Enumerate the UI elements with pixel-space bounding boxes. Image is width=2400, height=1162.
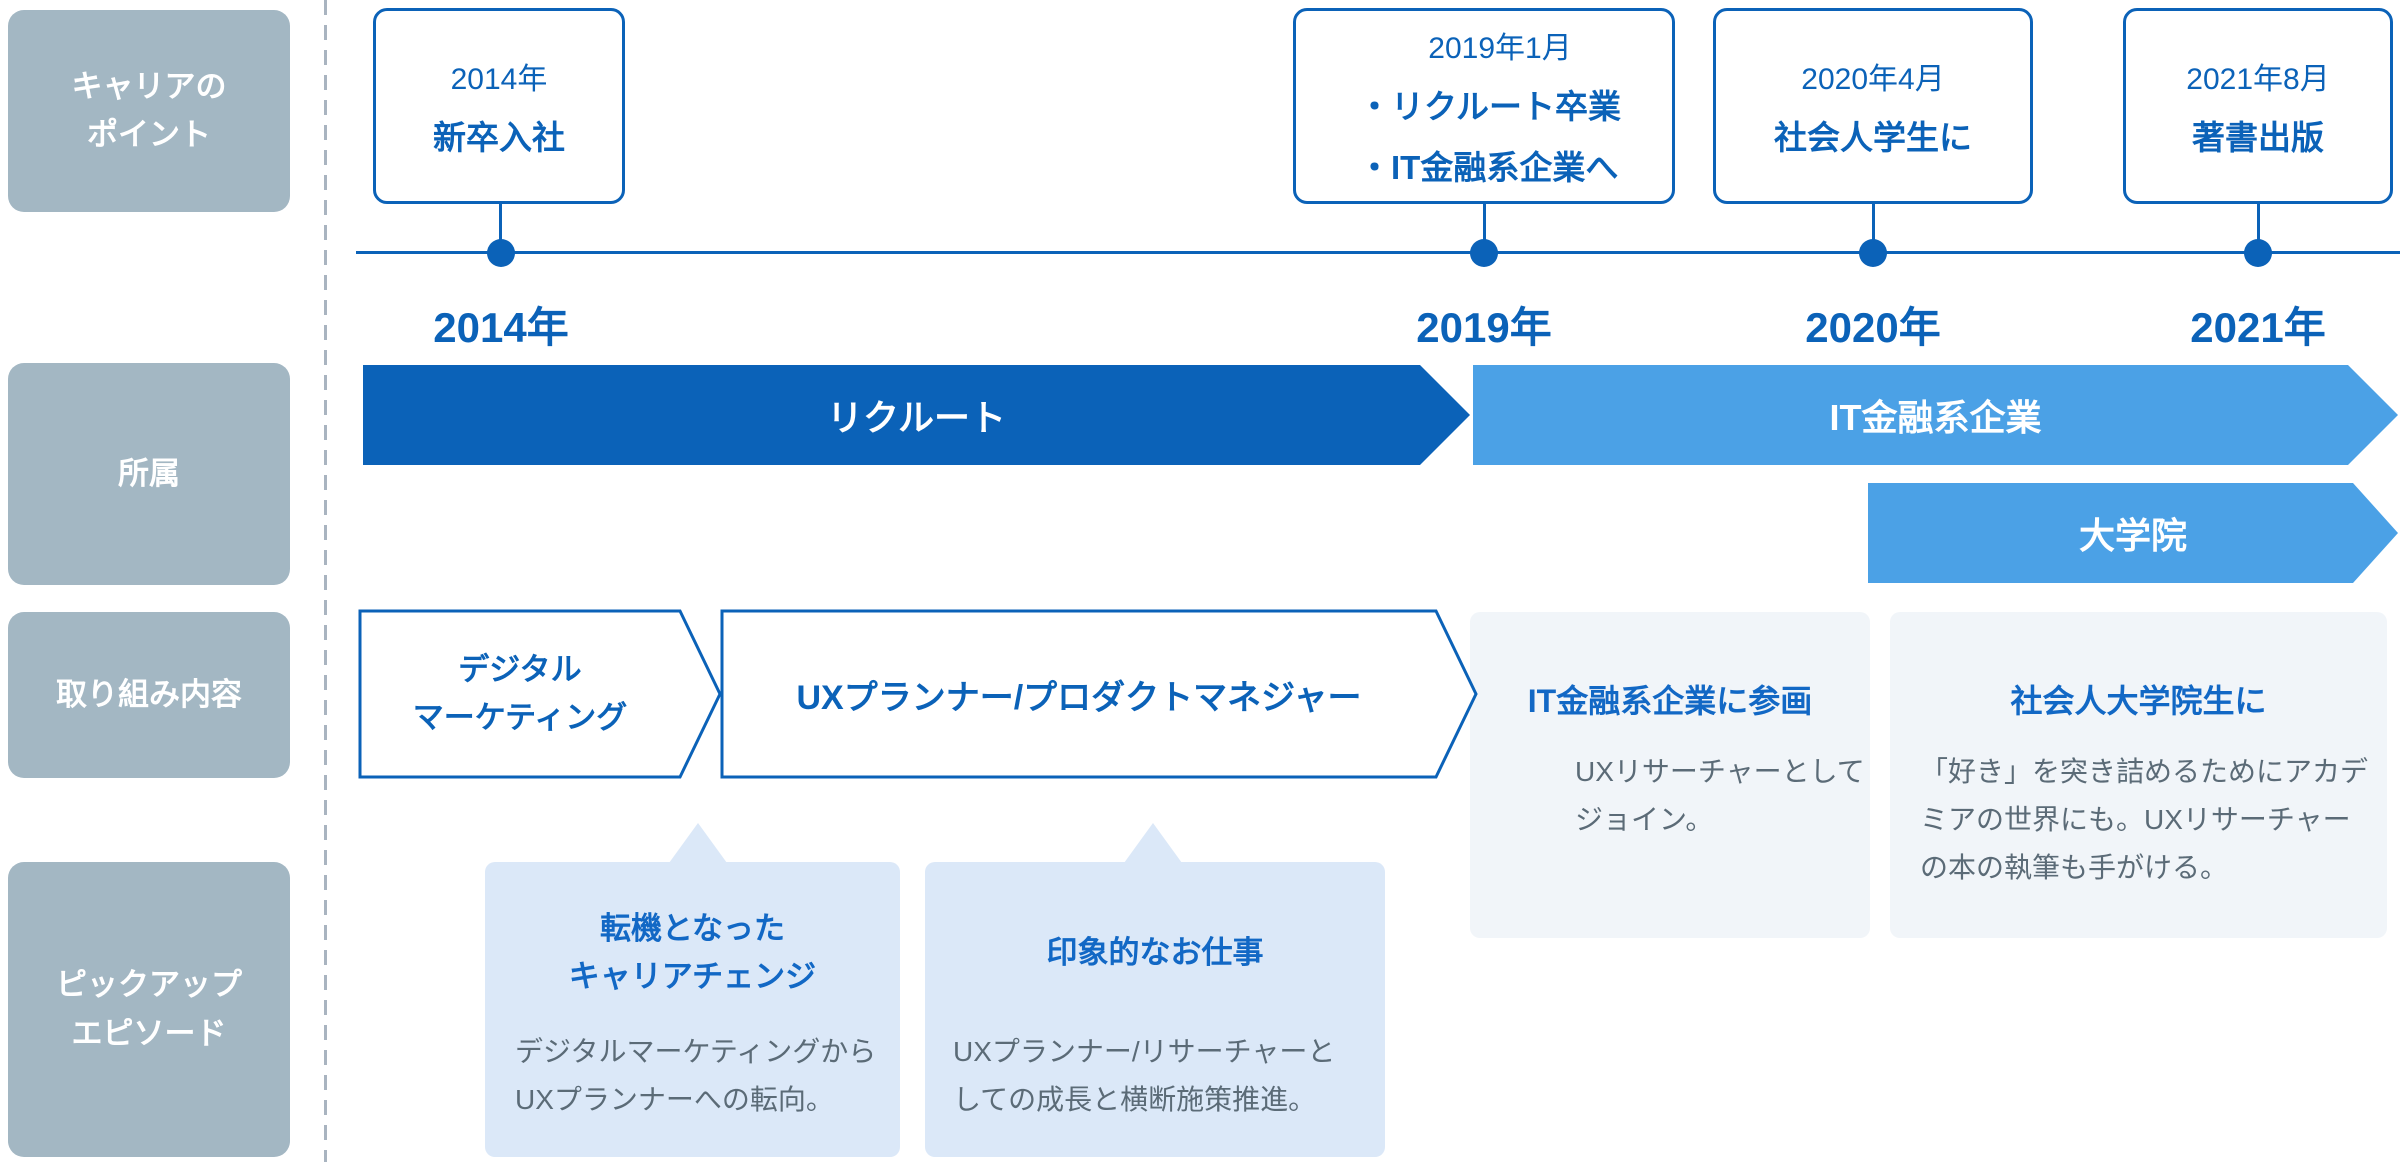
milestone-box-2014: 2014年 新卒入社	[373, 8, 625, 204]
milestone-box-2020: 2020年4月 社会人学生に	[1713, 8, 2033, 204]
affiliation-bar-recruit: リクルート	[363, 365, 1470, 465]
sidebar-label-line: キャリアの	[71, 68, 227, 104]
work-card-body-line: の本の執筆も手がける。	[1920, 852, 2229, 884]
year-label-2014: 2014年	[433, 304, 569, 351]
episode-card-impressive-work: 印象的なお仕事 UXプランナー/リサーチャーと しての成長と横断施策推進。	[925, 862, 1385, 1157]
sidebar-label-line: ポイント	[87, 117, 211, 152]
milestone-date: 2014年	[450, 62, 548, 96]
episode-card-career-change: 転機となった キャリアチェンジ デジタルマーケティングから UXプランナーへの転…	[485, 862, 900, 1157]
bar-label: 大学院	[2078, 515, 2187, 556]
milestone-date: 2020年4月	[1801, 62, 1945, 96]
milestone-text: 社会人学生に	[1774, 118, 1972, 156]
divider-dashed-line	[324, 0, 327, 1162]
timeline-dot-icon	[487, 239, 515, 267]
sidebar-label-career-points: キャリアの ポイント	[8, 10, 290, 212]
work-card-body-line: UXリサーチャーとして	[1575, 756, 1865, 787]
sidebar-label-work-content: 取り組み内容	[8, 612, 290, 778]
timeline-dot-icon	[1470, 239, 1498, 267]
affiliation-bar-grad-school: 大学院	[1868, 483, 2398, 583]
timeline-dot-icon	[1859, 239, 1887, 267]
year-label-2019: 2019年	[1416, 304, 1552, 351]
episode-body-line: UXプランナーへの転向。	[515, 1084, 834, 1116]
sidebar-label-affiliation: 所属	[8, 363, 290, 585]
sidebar-label-line: 所属	[118, 455, 180, 491]
bar-label: IT金融系企業	[1829, 397, 2042, 438]
sidebar-label-pickup-episodes: ピックアップ エピソード	[8, 862, 290, 1157]
work-card-title: 社会人大学院生に	[2010, 683, 2267, 719]
milestone-text: 著書出版	[2192, 118, 2324, 156]
timeline-connector	[499, 202, 502, 253]
episode-body-line: デジタルマーケティングから	[515, 1036, 877, 1067]
year-label-2021: 2021年	[2190, 304, 2326, 351]
milestone-box-2019: 2019年1月 ・リクルート卒業 ・IT金融系企業へ	[1293, 8, 1675, 204]
bar-label: リクルート	[827, 397, 1006, 438]
year-label-2020: 2020年	[1805, 304, 1941, 351]
work-card-body-line: 「好き」を突き詰めるためにアカデ	[1920, 756, 2369, 787]
work-card-title: IT金融系企業に参画	[1527, 683, 1813, 719]
timeline-dot-icon	[2244, 239, 2272, 267]
milestone-box-2021: 2021年8月 著書出版	[2123, 8, 2393, 204]
timeline-axis	[356, 251, 2400, 254]
sidebar-label-line: 取り組み内容	[56, 676, 242, 712]
work-card-body-line: ミアの世界にも。UXリサーチャー	[1920, 804, 2351, 836]
timeline-connector	[2257, 202, 2260, 253]
work-card-grad-student: 社会人大学院生に 「好き」を突き詰めるためにアカデ ミアの世界にも。UXリサーチ…	[1890, 612, 2387, 938]
work-card-it-finance: IT金融系企業に参画 UXリサーチャーとして ジョイン。	[1470, 612, 1870, 938]
milestone-text: 新卒入社	[433, 118, 565, 156]
episode-body-line: UXプランナー/リサーチャーと	[953, 1036, 1336, 1067]
speech-bubble-tail-icon	[1124, 823, 1182, 863]
episode-title: 印象的なお仕事	[1046, 934, 1264, 970]
milestone-date: 2021年8月	[2186, 62, 2330, 96]
timeline-connector	[1872, 202, 1875, 253]
chevron-label-ux-planner: UXプランナー/プロダクトマネジャー	[796, 678, 1362, 717]
affiliation-bar-it-finance: IT金融系企業	[1473, 365, 2398, 465]
work-chevron-shapes	[358, 609, 1478, 779]
work-card-body-line: ジョイン。	[1575, 804, 1714, 836]
sidebar-label-line: エピソード	[71, 1015, 227, 1051]
episode-title: 転機となった キャリアチェンジ	[568, 910, 817, 994]
timeline-connector	[1483, 202, 1486, 253]
sidebar-label-line: ピックアップ	[56, 967, 242, 1003]
episode-body-line: しての成長と横断施策推進。	[953, 1084, 1317, 1116]
chevron-ux-planner	[720, 609, 1478, 779]
chevron-label-digital-marketing: デジタル マーケティング	[412, 651, 628, 735]
speech-bubble-tail-icon	[669, 823, 727, 863]
milestone-text: ・IT金融系企業へ	[1358, 149, 1619, 186]
milestone-date: 2019年1月	[1428, 32, 1572, 65]
chevron-digital-marketing	[358, 609, 722, 779]
milestone-text: ・リクルート卒業	[1358, 88, 1622, 125]
